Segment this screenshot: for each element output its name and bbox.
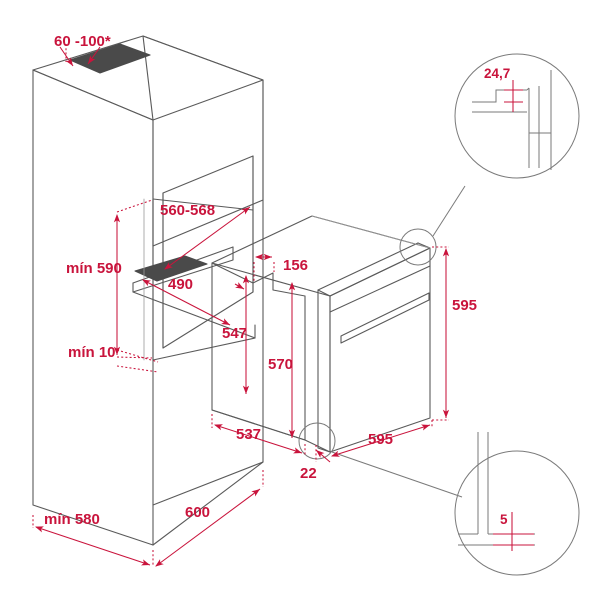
label-vent-gap: 60 -100* — [54, 33, 111, 50]
oven-door-panel — [329, 247, 431, 453]
niche-inner-panel — [162, 155, 254, 349]
detail-leader-bottom — [331, 451, 463, 498]
detail-marker-top — [399, 228, 437, 266]
label-oven-front-width: 595 — [368, 431, 393, 448]
label-oven-front-offset: 156 — [283, 257, 308, 274]
detail-callouts — [298, 53, 580, 576]
label-vent-depth: 490 — [168, 276, 193, 293]
detail-circle-top — [454, 53, 580, 179]
dim-490-tick — [234, 282, 245, 290]
label-oven-front-height-right: 595 — [452, 297, 477, 314]
dim-595-width-line — [330, 424, 431, 457]
oven-door-top-edge — [317, 242, 419, 291]
dimension-labels: 60 -100* 560-568 mín 590 490 mín 10 mín … — [44, 33, 510, 528]
dim-vent-gap-arrow-right — [87, 46, 101, 65]
dim-22-arrow — [315, 449, 331, 463]
detail-leader-top — [432, 185, 466, 237]
dim-490-line — [142, 279, 231, 326]
oven-control-strip — [329, 265, 431, 313]
label-niche-height-min: mín 590 — [66, 260, 122, 277]
dim-min10-ext-b — [116, 365, 159, 373]
oven-bottom-front — [304, 439, 331, 453]
label-oven-body-depth: 537 — [236, 426, 261, 443]
dim-537-line — [214, 424, 303, 454]
label-detail-top: 24,7 — [484, 66, 510, 81]
oven-top-face — [211, 215, 431, 297]
oven-door-handle — [340, 292, 430, 344]
dim-600-line — [155, 488, 261, 567]
detail-top-profile — [472, 89, 527, 103]
dimension-annotations — [32, 44, 534, 567]
dim-niche-width-line — [164, 206, 251, 270]
top-vent-slot — [69, 43, 151, 74]
label-cabinet-depth-min: mín 580 — [44, 511, 100, 528]
label-bottom-gap-min: mín 10 — [68, 344, 116, 361]
detail-circle-bottom — [454, 450, 580, 576]
label-oven-front-protrusion: 22 — [300, 465, 317, 482]
dim-min590-ext-top — [116, 199, 153, 213]
detail-top-geometry — [472, 70, 552, 170]
dim-min10-ext-a — [116, 349, 159, 363]
label-detail-bottom: 5 — [500, 512, 508, 527]
label-oven-body-height: 547 — [222, 325, 247, 342]
oven-back-top — [311, 215, 431, 249]
label-cabinet-width: 600 — [185, 504, 210, 521]
cabinet-left-face — [32, 69, 154, 546]
cabinet-niche-view — [32, 35, 264, 546]
oven-left-face — [211, 262, 306, 441]
detail-bottom-geometry — [458, 432, 535, 546]
dim-min590-ext-bot — [116, 356, 153, 359]
oven-door-thickness — [317, 289, 331, 453]
niche-floor — [152, 324, 256, 361]
label-niche-width: 560-568 — [160, 202, 215, 219]
detail-top-join — [526, 87, 530, 91]
dim-min580-line — [35, 526, 151, 566]
dim-vent-gap-arrow-left — [59, 46, 74, 67]
label-oven-front-height: 570 — [268, 356, 293, 373]
